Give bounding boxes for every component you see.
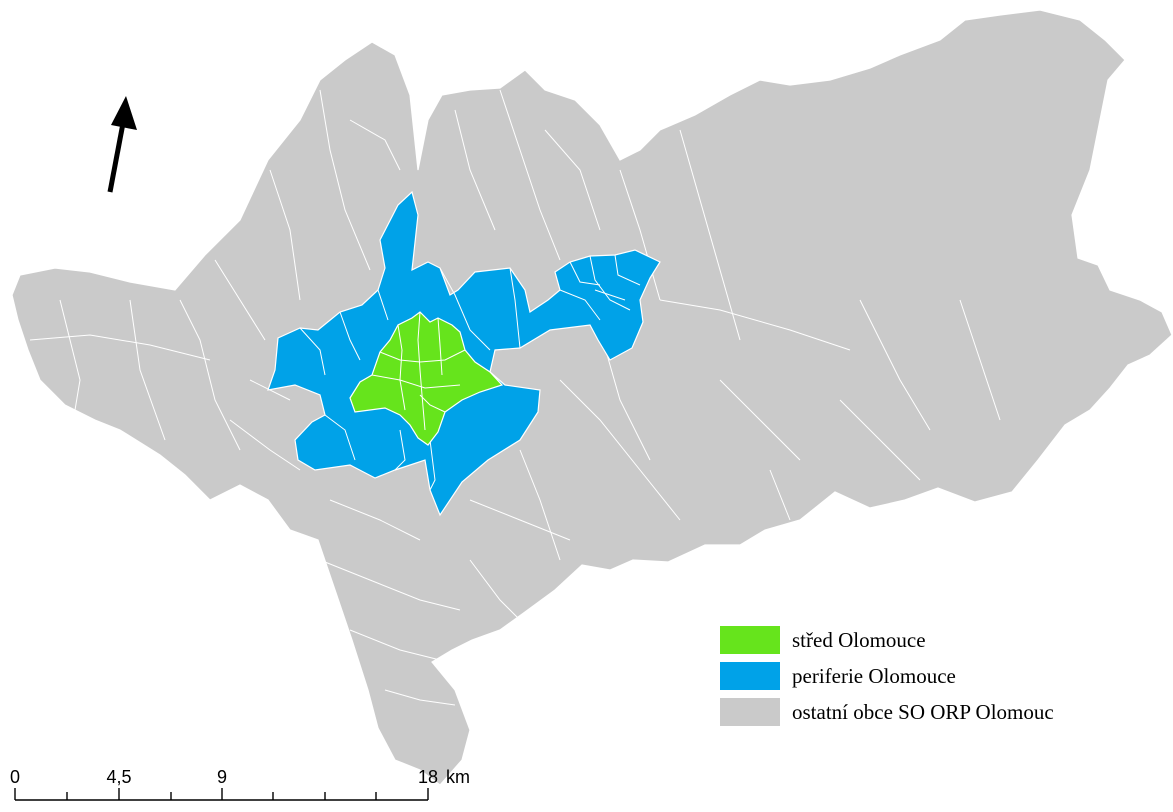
legend-item-periphery: periferie Olomouce (720, 658, 1054, 694)
legend-item-other: ostatní obce SO ORP Olomouc (720, 694, 1054, 730)
north-arrow-icon (107, 96, 137, 193)
legend: střed Olomouce periferie Olomouce ostatn… (720, 622, 1054, 730)
center-area (349, 311, 504, 446)
scale-bar (14, 788, 429, 801)
scale-label-18: 18 (418, 767, 438, 787)
scale-bar-labels: 0 4,5 9 18 km (10, 767, 470, 787)
orp-region-shape (11, 9, 1173, 786)
scale-label-9: 9 (217, 767, 227, 787)
legend-label-other: ostatní obce SO ORP Olomouc (792, 699, 1054, 724)
legend-label-center: střed Olomouce (792, 627, 926, 652)
municipal-borders (29, 89, 1001, 706)
region-other-municipalities (11, 9, 1173, 786)
legend-label-periphery: periferie Olomouce (792, 663, 956, 688)
legend-swatch-periphery (720, 662, 780, 690)
center-olomouc (349, 311, 504, 446)
scale-label-0: 0 (10, 767, 20, 787)
scale-label-4-5: 4,5 (106, 767, 131, 787)
legend-item-center: střed Olomouce (720, 622, 1054, 658)
legend-swatch-other (720, 698, 780, 726)
legend-swatch-center (720, 626, 780, 654)
scale-unit: km (446, 767, 470, 787)
